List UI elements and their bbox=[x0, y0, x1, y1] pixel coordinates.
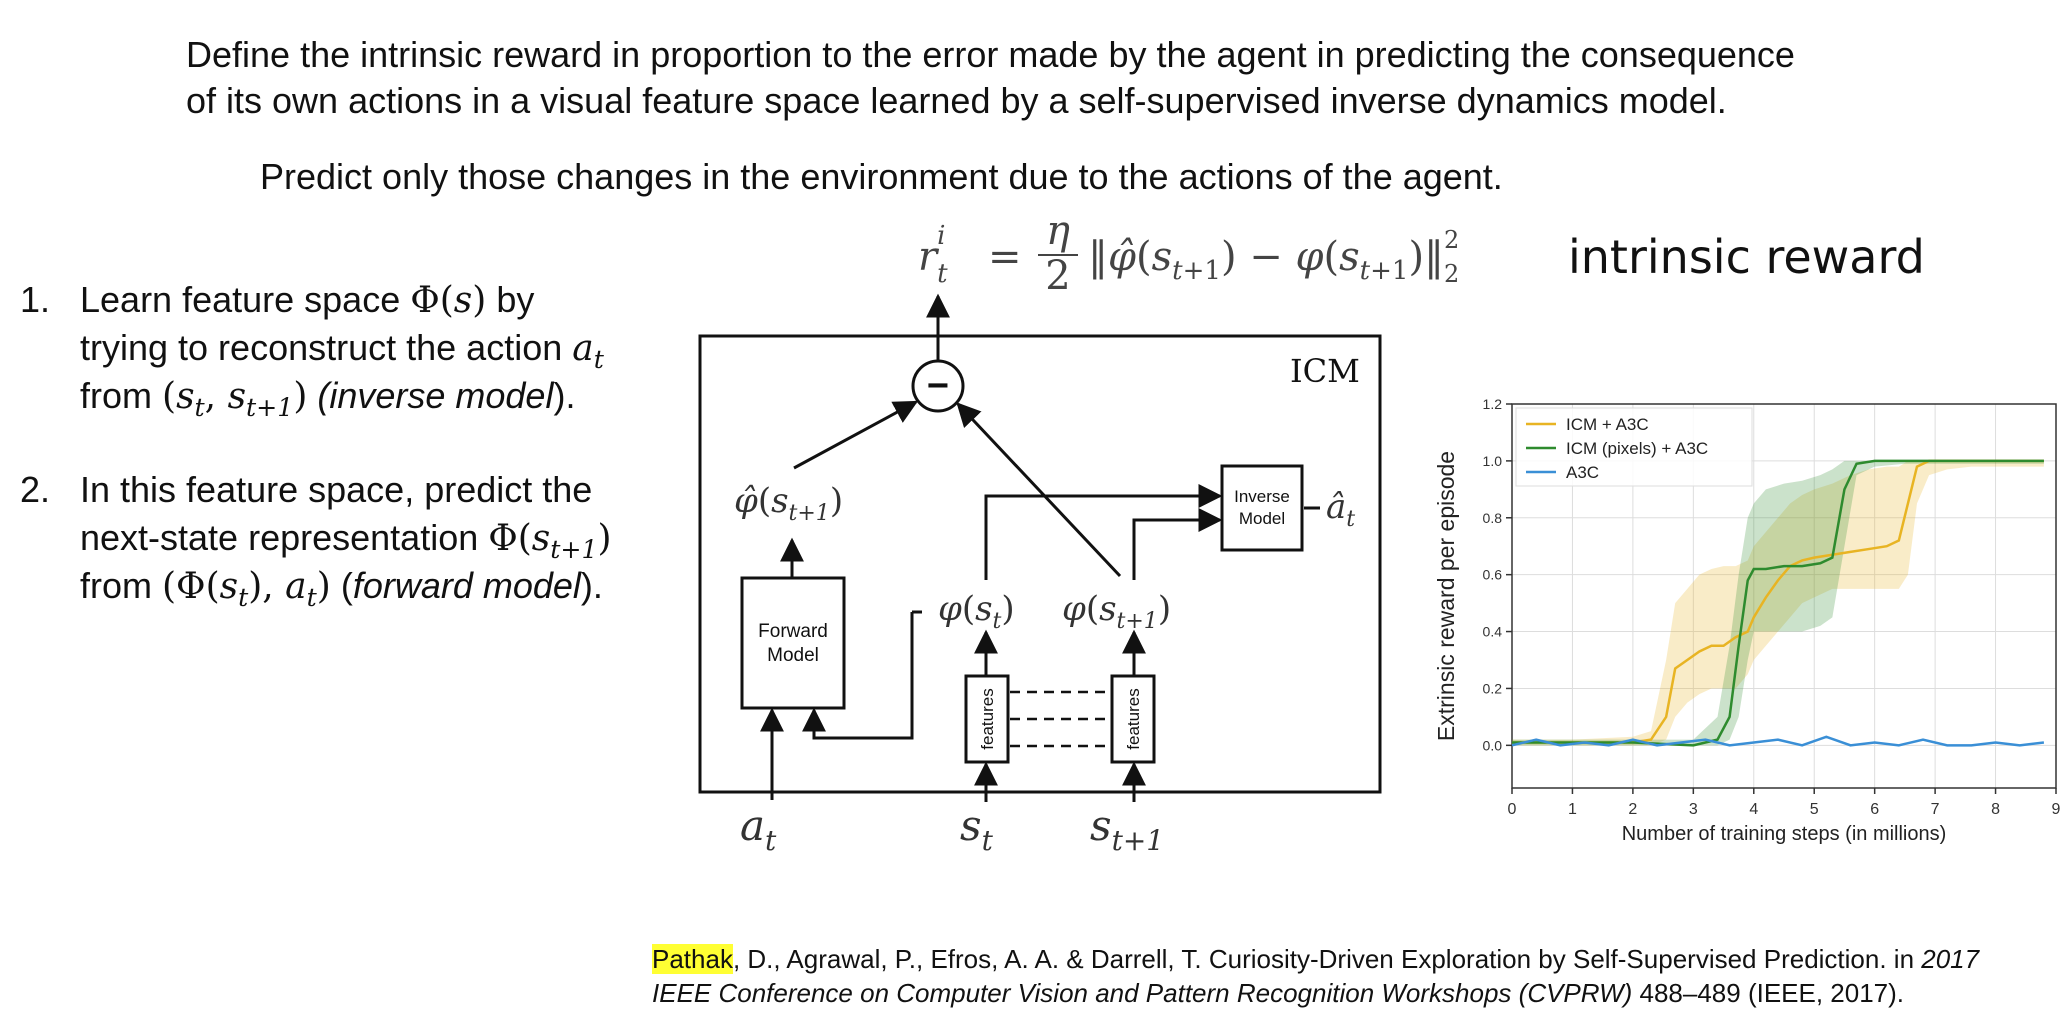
input-a-t: at bbox=[740, 801, 777, 857]
x-tick-label: 9 bbox=[2052, 801, 2061, 818]
x-tick-label: 4 bbox=[1749, 801, 1758, 818]
forward-model-box bbox=[740, 576, 846, 710]
inverse-model-label-1: Inverse bbox=[1234, 487, 1290, 506]
subtraction-node bbox=[911, 359, 965, 413]
item-number: 1. bbox=[20, 279, 51, 320]
math-a-t: at bbox=[572, 328, 604, 375]
y-tick-label: 0.4 bbox=[1483, 624, 1503, 640]
x-tick-label: 6 bbox=[1870, 801, 1879, 818]
icm-label: ICM bbox=[1290, 352, 1360, 390]
formula-caption: intrinsic reward bbox=[1568, 230, 1925, 284]
math-phi-st-at: (Φ(st), at) bbox=[162, 566, 331, 613]
phi-st1-label: φ(st+1) bbox=[1062, 589, 1171, 634]
y-tick-label: 0.8 bbox=[1483, 510, 1503, 526]
item-number: 2. bbox=[20, 469, 51, 510]
math-phi-st1: Φ(st+1) bbox=[488, 518, 612, 565]
x-tick-label: 3 bbox=[1689, 801, 1698, 818]
features-label-st1: features bbox=[1124, 688, 1143, 749]
x-tick-label: 5 bbox=[1810, 801, 1819, 818]
citation: Pathak, D., Agrawal, P., Efros, A. A. & … bbox=[652, 944, 1980, 1008]
plot-frame bbox=[1511, 403, 2057, 789]
citation-author-highlight: Pathak bbox=[652, 944, 733, 974]
legend-label: ICM (pixels) + A3C bbox=[1566, 439, 1708, 458]
forward-model-label-2: Model bbox=[767, 645, 819, 666]
x-tick-label: 7 bbox=[1931, 801, 1940, 818]
legend-label: A3C bbox=[1566, 463, 1599, 482]
y-tick-label: 0.0 bbox=[1483, 737, 1503, 753]
series-band bbox=[1512, 460, 2044, 746]
inverse-model-label-2: Model bbox=[1239, 509, 1285, 528]
phi-hat-label: φ̂(st+1) bbox=[734, 481, 843, 526]
inverse-model-box bbox=[1220, 464, 1304, 552]
input-s-t1: st+1 bbox=[1090, 801, 1164, 857]
item-2: 2. In this feature space, predict the ne… bbox=[20, 466, 680, 616]
icm-frame bbox=[698, 334, 1382, 794]
item-1: 1. Learn feature space Φ(s) by trying to… bbox=[20, 276, 680, 426]
x-tick-label: 8 bbox=[1991, 801, 2000, 818]
legend-label: ICM + A3C bbox=[1566, 415, 1649, 434]
icm-diagram: ICM − φ̂(st+1) Forward Model φ(st) φ(st+… bbox=[698, 293, 1382, 857]
y-tick-label: 0.6 bbox=[1483, 567, 1503, 583]
x-tick-label: 0 bbox=[1508, 801, 1517, 818]
x-axis-label: Number of training steps (in millions) bbox=[1622, 823, 1947, 845]
intro-line-2: Predict only those changes in the enviro… bbox=[260, 156, 1503, 197]
features-box-st bbox=[964, 674, 1010, 764]
x-tick-label: 1 bbox=[1568, 801, 1577, 818]
y-axis-label: Extrinsic reward per episode bbox=[1433, 451, 1459, 741]
y-tick-label: 1.2 bbox=[1483, 396, 1503, 412]
x-tick-label: 2 bbox=[1628, 801, 1637, 818]
phi-st-label: φ(st) bbox=[938, 589, 1015, 634]
minus-sign: − bbox=[927, 365, 949, 407]
series-band bbox=[1512, 460, 2044, 746]
features-label-st: features bbox=[978, 688, 997, 749]
y-tick-label: 1.0 bbox=[1483, 453, 1503, 469]
series-line bbox=[1511, 735, 2045, 747]
input-s-t: st bbox=[960, 801, 994, 857]
math-phi-s: Φ(s) bbox=[410, 280, 487, 321]
forward-model-label-1: Forward bbox=[758, 621, 828, 642]
intro-line-1: Define the intrinsic reward in proportio… bbox=[186, 34, 1795, 121]
y-tick-label: 0.2 bbox=[1483, 680, 1503, 696]
a-hat-label: ât bbox=[1326, 487, 1355, 532]
math-st-st1: (st, st+1) bbox=[162, 376, 308, 423]
